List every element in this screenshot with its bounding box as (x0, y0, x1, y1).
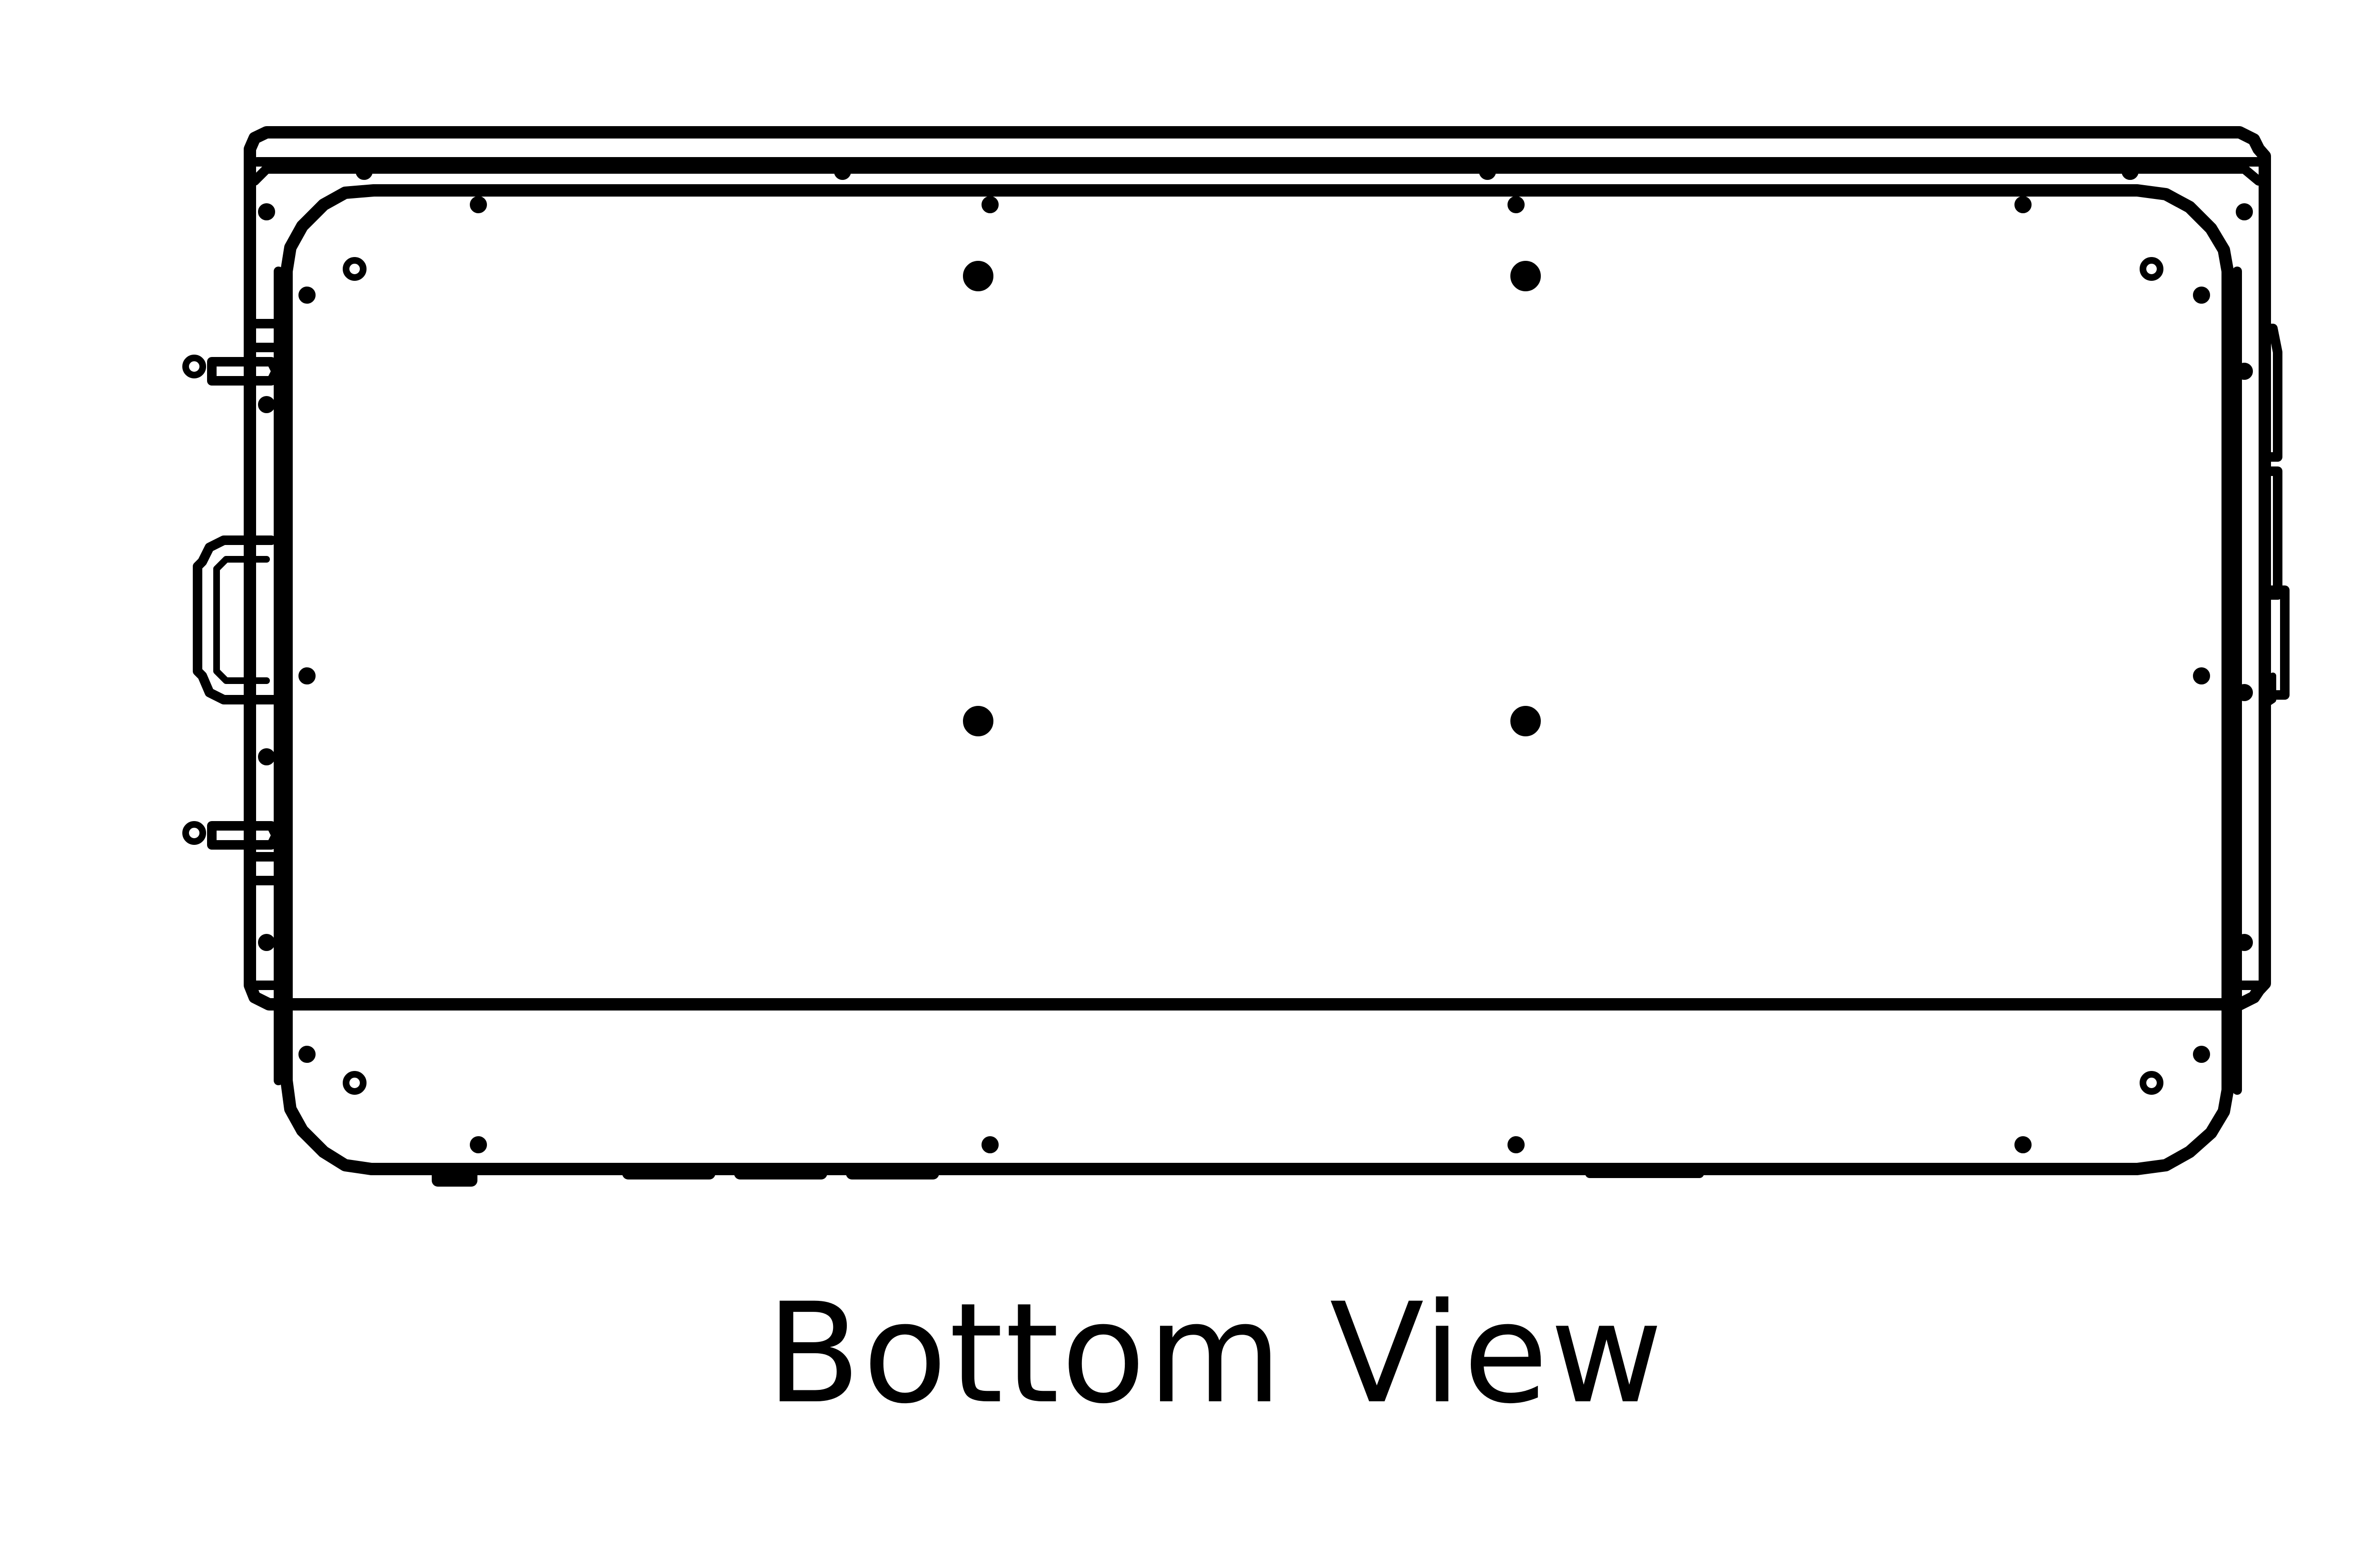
rivet (300, 288, 314, 302)
mounting-hole (965, 708, 992, 734)
rivet (357, 165, 371, 178)
corner-screw (346, 260, 363, 277)
rivet (1481, 165, 1494, 178)
bottom-tab-1 (438, 1173, 471, 1180)
left-handle (198, 540, 276, 700)
rivet (2238, 365, 2251, 378)
rivet (2123, 165, 2137, 178)
rivet (300, 669, 314, 683)
mounting-hole (1512, 263, 1539, 289)
rivet (2238, 205, 2251, 218)
rivet (2195, 288, 2208, 302)
corner-screw (2143, 260, 2160, 277)
rivet (1509, 198, 1523, 211)
rivet (2238, 686, 2251, 699)
rivet (260, 750, 273, 763)
rivet (260, 398, 273, 411)
rivet (2195, 669, 2208, 683)
outer-frame (250, 132, 2265, 1004)
rivet (300, 1048, 314, 1061)
left-upper-latch (255, 324, 281, 347)
rivet (260, 205, 273, 218)
main-panel (287, 190, 2228, 1169)
rivet (2238, 936, 2251, 949)
left-upper-bracket-ring (186, 358, 203, 375)
left-lower-bracket-ring (186, 824, 203, 842)
rivet (983, 198, 997, 211)
top-rail-inner (255, 169, 2259, 181)
rivet (983, 1138, 997, 1151)
corner-screw (346, 1074, 363, 1091)
rivet (1509, 1138, 1523, 1151)
rivet (472, 1138, 485, 1151)
rivet (260, 936, 273, 949)
mounting-hole (965, 263, 992, 289)
rivet (2195, 1048, 2208, 1061)
view-caption: Bottom View (0, 1285, 2380, 1423)
corner-screw (2143, 1074, 2160, 1091)
rivet (2016, 1138, 2030, 1151)
rivet (472, 198, 485, 211)
rivet (2016, 198, 2030, 211)
mounting-hole (1512, 708, 1539, 734)
rivet (836, 165, 849, 178)
left-handle-inner (217, 559, 267, 681)
left-lower-latch (255, 857, 281, 881)
